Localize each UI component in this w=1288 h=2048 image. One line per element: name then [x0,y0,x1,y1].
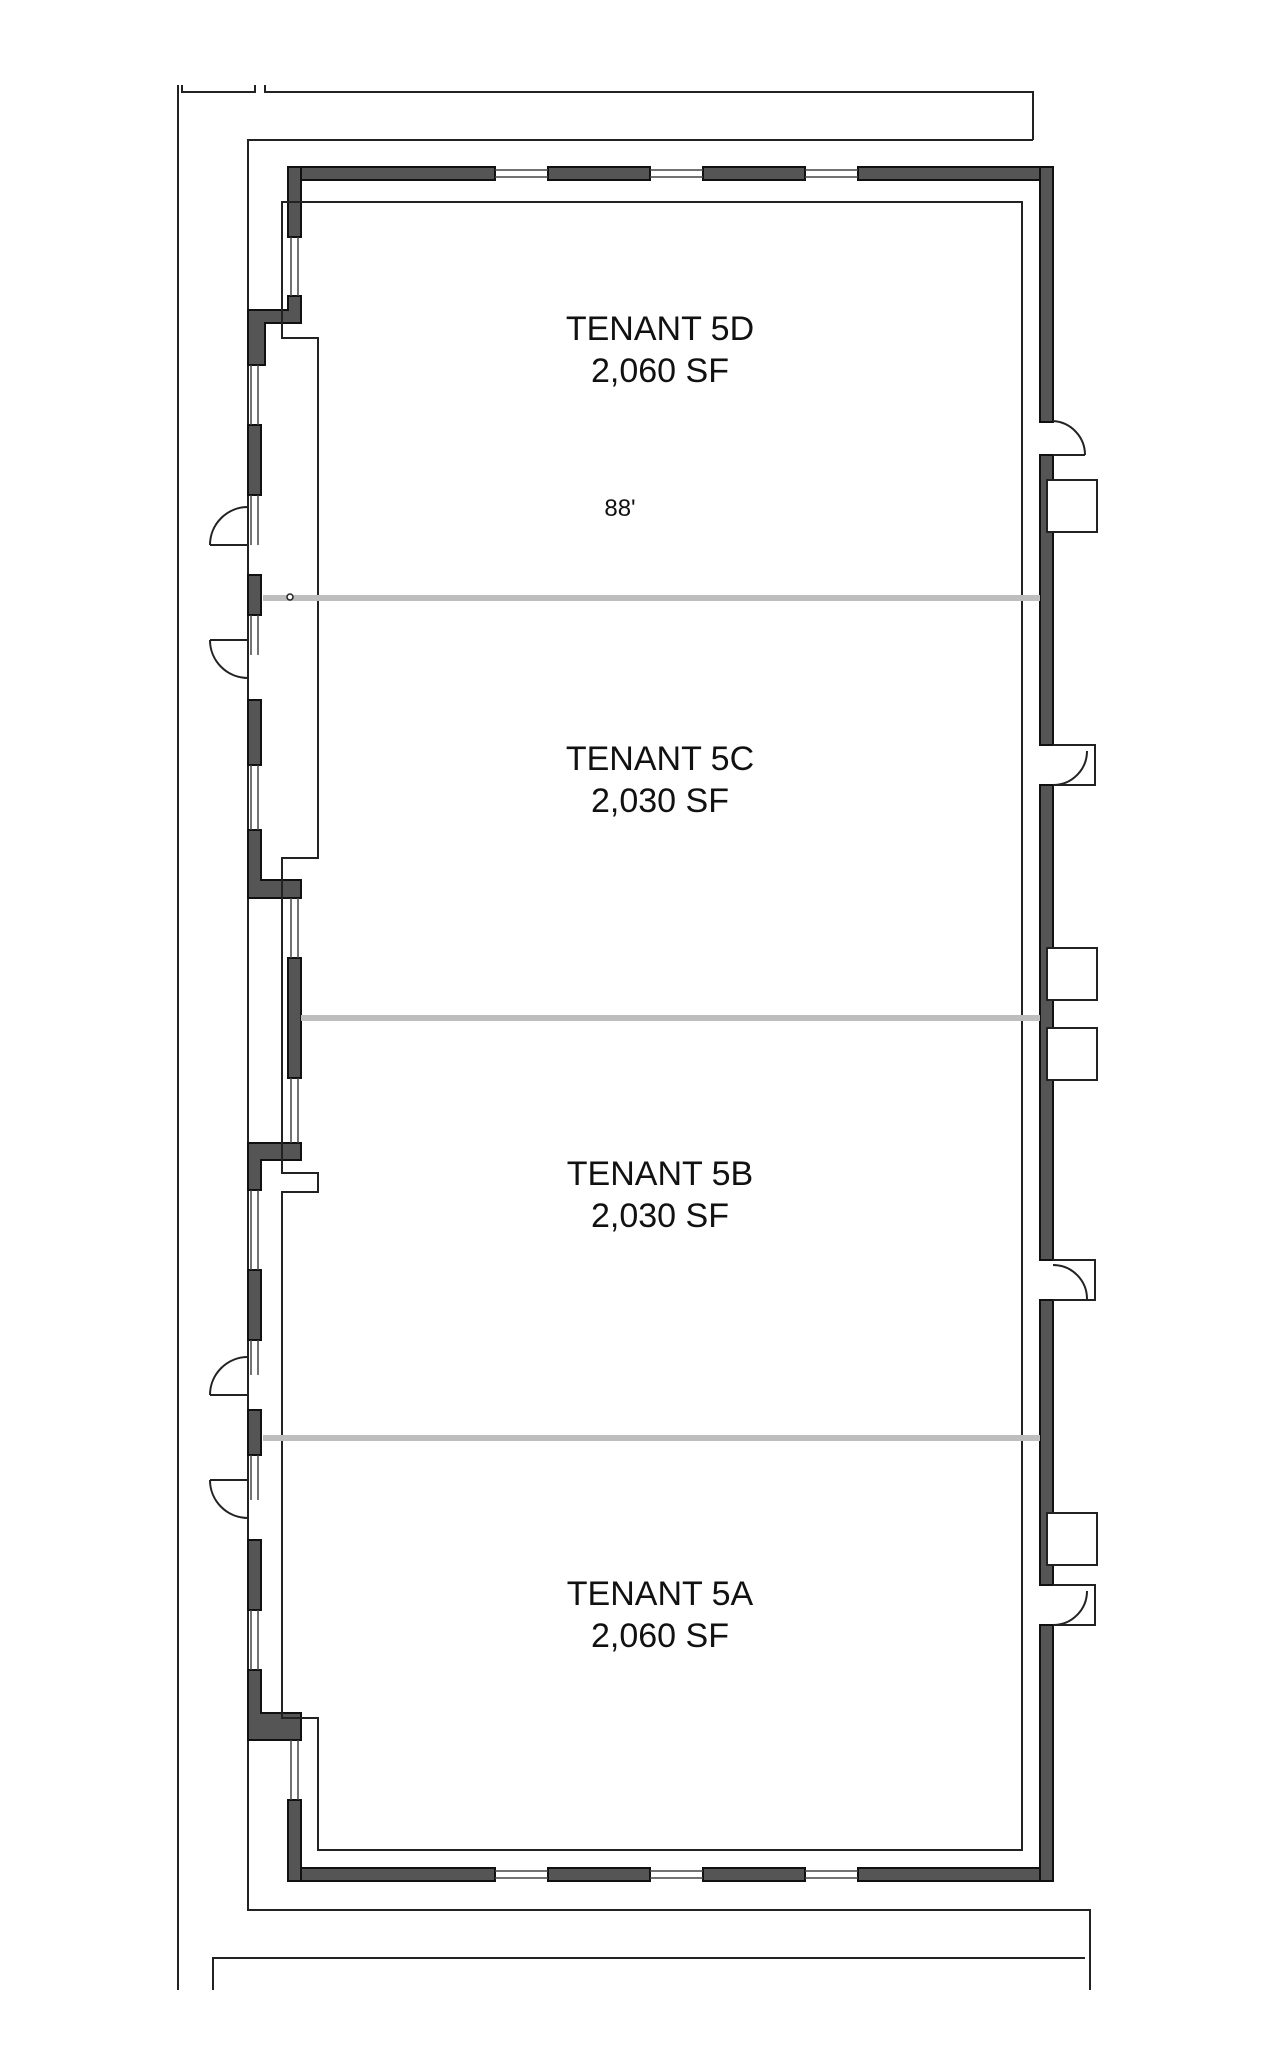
tenant-name: TENANT 5B [567,1155,753,1193]
exterior-wall-right [1039,166,1054,1882]
tenant-area: 2,030 SF [591,782,729,820]
exterior-wall-left [247,166,302,1882]
demising-walls [263,595,1040,1441]
tenant-area: 2,030 SF [591,1197,729,1235]
tenant-5b-label: TENANT 5B 2,030 SF [567,1155,753,1235]
tenant-name: TENANT 5A [567,1575,754,1613]
left-windows [250,237,299,1800]
tenant-area: 2,060 SF [591,352,729,390]
left-doors [209,506,249,1519]
equipment-pads [1046,479,1098,1566]
tenant-5c-label: TENANT 5C 2,030 SF [566,740,754,820]
site-lines [177,85,1091,1990]
exterior-wall-top [287,166,1054,181]
tenant-5d-label: TENANT 5D 2,060 SF [566,310,754,390]
tenant-5a-label: TENANT 5A 2,060 SF [567,1575,754,1655]
right-doors [1052,420,1096,1626]
tenant-area: 2,060 SF [591,1617,729,1655]
tenant-name: TENANT 5C [566,740,754,778]
tenant-name: TENANT 5D [566,310,754,348]
dimension-label: 88' [604,495,635,522]
grid-marker [286,593,294,601]
exterior-wall-bottom [287,1867,1054,1882]
interior-wall-line [281,201,1023,1851]
